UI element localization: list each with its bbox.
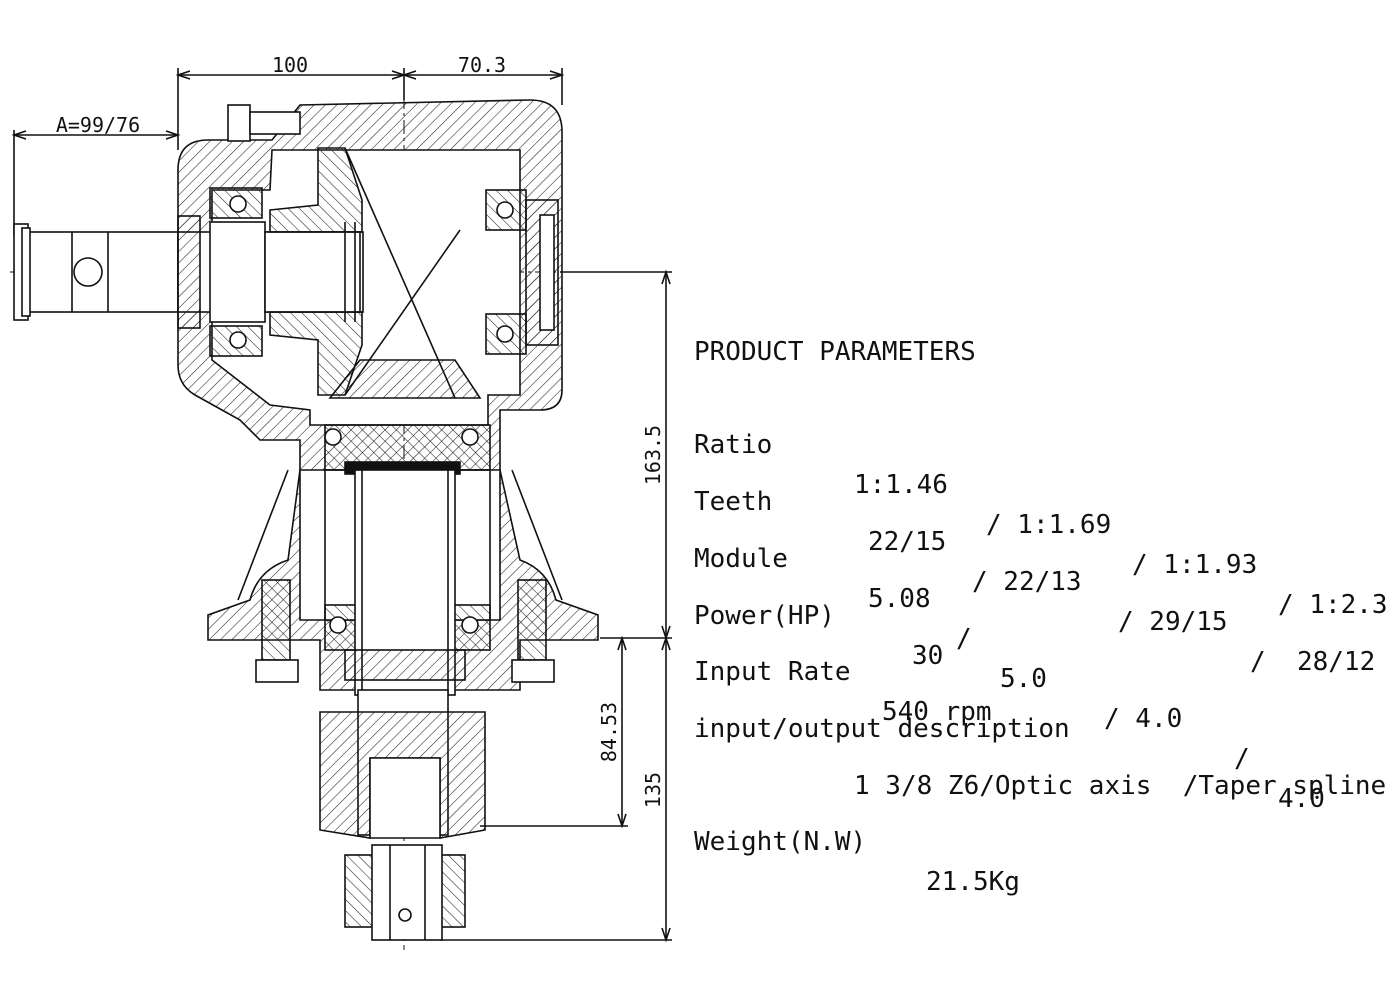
- ratio-label: Ratio: [694, 430, 773, 460]
- params-heading: PRODUCT PARAMETERS: [694, 337, 976, 367]
- input-bearings: [177, 187, 559, 357]
- io-description-value: 1 3/8 Z6/Optic axis /Taper spline: [854, 771, 1387, 801]
- teeth-label: Teeth: [694, 487, 773, 517]
- dim-width-right: 70.3: [458, 53, 506, 77]
- weight-row: Weight(N.W) 21.5Kg: [694, 782, 1020, 897]
- dim-shaft-a: A=99/76: [56, 113, 140, 137]
- input-rate-label: Input Rate: [694, 657, 851, 687]
- module-value: /: [956, 624, 972, 654]
- ratio-row: Ratio 1:1.46 / 1:1.69 / 1:1.93 / 1:2.3: [694, 385, 1388, 620]
- io-description-value-row: 1 3/8 Z6/Optic axis /Taper spline: [694, 726, 1386, 801]
- teeth-value: / 29/15: [1118, 607, 1228, 637]
- power-value: 30: [912, 641, 944, 671]
- ratio-value: / 1:1.69: [986, 510, 1112, 540]
- teeth-row: Teeth 22/15 / 22/13 / 29/15 / 28/12: [694, 442, 1384, 677]
- ratio-value: 1:1.46: [854, 470, 948, 500]
- power-row: Power(HP) 30: [694, 556, 943, 671]
- power-label: Power(HP): [694, 601, 835, 631]
- module-value: 4.0: [1278, 784, 1325, 814]
- bevel-gears: [269, 147, 482, 399]
- module-value: 5.08: [868, 584, 931, 614]
- teeth-value: 22/15: [868, 527, 947, 557]
- input-rate-value: 540 rpm: [882, 697, 992, 727]
- output-hub: [319, 711, 486, 941]
- teeth-value: / 28/12: [1250, 647, 1376, 677]
- module-value: 5.0: [1000, 664, 1047, 694]
- output-shaft: [324, 424, 491, 836]
- teeth-value: / 22/13: [972, 567, 1082, 597]
- dim-height-output: 84.53: [597, 702, 621, 762]
- io-description-row: input/output description: [694, 669, 1070, 744]
- ratio-value: / 1:2.3: [1278, 590, 1388, 620]
- dim-height-upper: 163.5: [641, 425, 665, 485]
- module-value: /: [1234, 744, 1250, 774]
- module-label: Module: [694, 544, 788, 574]
- module-value: / 4.0: [1104, 704, 1183, 734]
- io-description-label: input/output description: [694, 714, 1070, 744]
- input-rate-row: Input Rate 540 rpm: [694, 612, 992, 727]
- dimension-lines: [11, 68, 672, 943]
- weight-value: 21.5Kg: [926, 867, 1020, 897]
- input-shaft: [13, 221, 364, 323]
- ratio-value: / 1:1.93: [1132, 550, 1258, 580]
- dim-height-output-total: 135: [641, 772, 665, 808]
- bolts: [227, 104, 555, 683]
- dim-width-left: 100: [272, 53, 308, 77]
- weight-label: Weight(N.W): [694, 827, 867, 857]
- module-row: Module 5.08 / 5.0 / 4.0 / 4.0: [694, 499, 1384, 814]
